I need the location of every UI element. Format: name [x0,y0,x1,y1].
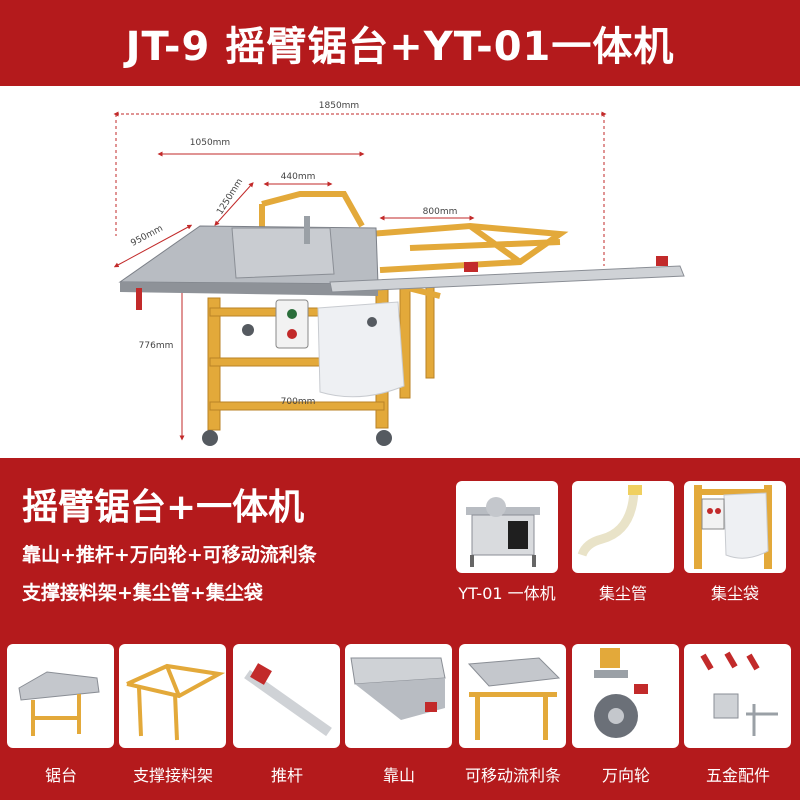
accessory-label-dust-hose: 集尘管 [598,584,647,603]
dim-top-width: 440mm [281,172,316,182]
part-label-support-rack: 支撑接料架 [132,766,213,785]
dust-bag-shape [317,301,405,398]
dim-side-depth: 950mm [129,224,164,249]
accessory-label-dust-bag: 集尘袋 [710,584,759,603]
part-label-caster: 万向轮 [601,766,650,785]
feature-headline: 摇臂锯台+一体机 [22,487,305,528]
part-label-hardware: 五金配件 [705,766,770,785]
part-thumb-hardware [684,644,791,748]
product-hero-image: 1850mm 1050mm 440mm 1250mm 950mm 800mm 7… [0,86,800,458]
feature-line-2: 支撑接料架+集尘管+集尘袋 [22,582,263,604]
part-label-roller-rail: 可移动流利条 [464,766,561,785]
dim-extension-length: 800mm [423,207,458,217]
dim-height: 776mm [139,341,174,351]
feature-line-1: 靠山+推杆+万向轮+可移动流利条 [22,544,317,566]
page-title: JT-9 摇臂锯台+YT-01一体机 [125,24,675,70]
saw-table-illustration: 1850mm 1050mm 440mm 1250mm 950mm 800mm 7… [113,101,685,446]
top-banner [0,0,800,86]
dim-base-width: 700mm [281,397,316,407]
red-handle [136,288,142,310]
part-thumb-push-rod [233,644,340,748]
sliding-rail [329,256,685,293]
base-frame [207,285,435,431]
dim-total-length: 1850mm [319,101,359,111]
part-thumb-caster [572,644,679,748]
part-thumb-saw-table [7,644,114,748]
dim-sliding-length: 1050mm [190,138,230,148]
table-top [118,216,379,296]
part-thumb-roller-rail [459,644,566,748]
part-label-fence: 靠山 [382,766,415,785]
part-label-saw-table: 锯台 [44,766,77,785]
accessory-thumb-yt01 [456,481,558,573]
control-box [275,299,309,349]
accessory-thumb-dust-bag [684,481,786,573]
accessory-thumb-dust-hose [572,481,674,573]
accessory-label-yt01: YT-01 一体机 [458,584,556,603]
part-thumb-fence [345,644,452,748]
part-label-push-rod: 推杆 [270,766,303,785]
part-thumb-support-rack [119,644,226,748]
casters [202,317,392,446]
